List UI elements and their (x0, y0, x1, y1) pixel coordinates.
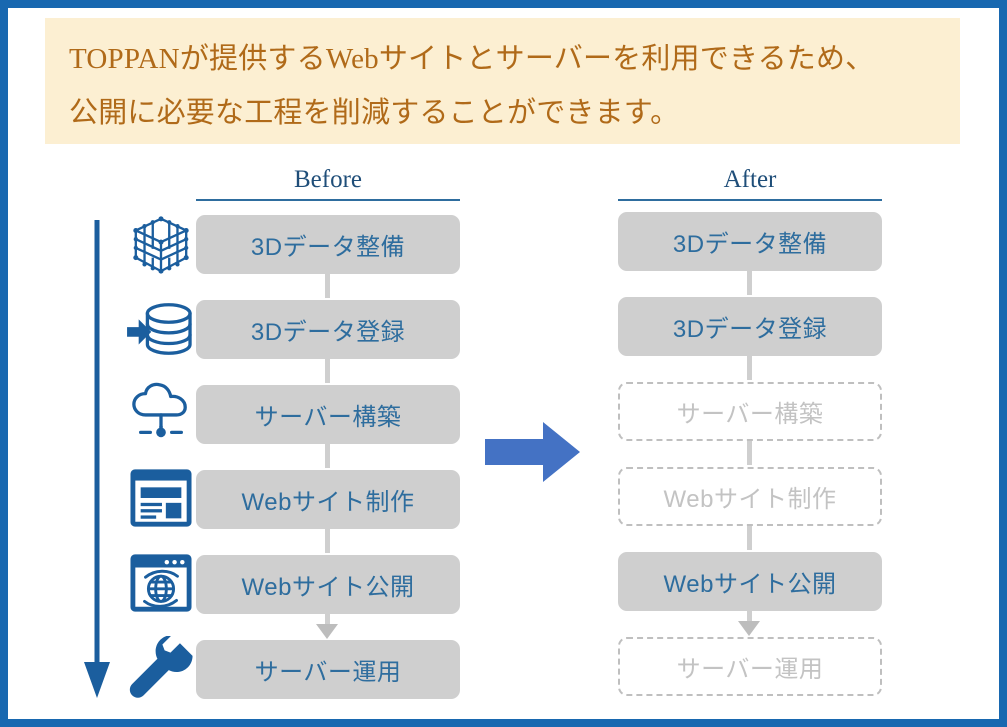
cube-lattice-icon (130, 214, 192, 276)
after-step-server-build-removed[interactable]: サーバー構築 (618, 382, 882, 441)
connector-after-5-arrowhead (738, 621, 760, 636)
cloud-network-icon (128, 382, 194, 444)
after-step-3d-data-prep-label: 3Dデータ整備 (672, 231, 828, 258)
after-step-website-publish[interactable]: Webサイト公開 (618, 552, 882, 611)
after-step-server-operation-removed[interactable]: サーバー運用 (618, 637, 882, 696)
before-step-3d-data-register[interactable]: 3Dデータ登録 (196, 300, 460, 359)
connector-after-1 (747, 271, 752, 295)
column-header-after-label: After (723, 166, 777, 193)
column-header-after-rule (618, 199, 882, 201)
column-header-before-label: Before (293, 166, 363, 193)
process-direction-arrow (82, 218, 112, 705)
after-step-3d-data-prep[interactable]: 3Dデータ整備 (618, 212, 882, 271)
connector-before-1 (325, 274, 330, 298)
before-step-3d-data-register-label: 3Dデータ登録 (250, 319, 406, 346)
web-publish-icon (130, 552, 192, 614)
connector-before-2 (325, 359, 330, 383)
column-header-before: Before (196, 165, 460, 201)
connector-before-5 (325, 614, 330, 626)
connector-after-4 (747, 526, 752, 550)
connector-before-5-arrowhead (316, 624, 338, 639)
connector-after-3 (747, 441, 752, 465)
before-step-website-publish-label: Webサイト公開 (241, 574, 415, 601)
after-step-server-build-label: サーバー構築 (676, 401, 824, 428)
after-step-3d-data-register[interactable]: 3Dデータ登録 (618, 297, 882, 356)
after-step-server-operation-label: サーバー運用 (676, 656, 824, 683)
before-step-website-production-label: Webサイト制作 (241, 489, 415, 516)
connector-after-2 (747, 356, 752, 380)
headline-line-2: 公開に必要な工程を削減することができます。 (69, 97, 680, 129)
wrench-icon (126, 636, 194, 698)
after-step-website-production-label: Webサイト制作 (663, 486, 837, 513)
before-step-server-build[interactable]: サーバー構築 (196, 385, 460, 444)
column-header-before-rule (196, 199, 460, 201)
transform-arrow (485, 421, 581, 488)
connector-before-3 (325, 444, 330, 468)
headline-banner: TOPPANが提供するWebサイトとサーバーを利用できるため、 公開に必要な工程… (45, 18, 960, 144)
database-import-icon (125, 298, 195, 360)
connector-before-4 (325, 529, 330, 553)
web-page-icon (130, 467, 192, 529)
before-step-3d-data-prep-label: 3Dデータ整備 (250, 234, 406, 261)
before-step-website-publish[interactable]: Webサイト公開 (196, 555, 460, 614)
before-step-server-operation-label: サーバー運用 (254, 659, 402, 686)
column-header-after: After (618, 165, 882, 201)
headline-line-1: TOPPANが提供するWebサイトとサーバーを利用できるため、 (69, 43, 875, 75)
before-step-server-operation[interactable]: サーバー運用 (196, 640, 460, 699)
before-step-3d-data-prep[interactable]: 3Dデータ整備 (196, 215, 460, 274)
before-step-website-production[interactable]: Webサイト制作 (196, 470, 460, 529)
after-step-3d-data-register-label: 3Dデータ登録 (672, 316, 828, 343)
connector-after-5 (747, 611, 752, 623)
after-step-website-publish-label: Webサイト公開 (663, 571, 837, 598)
after-step-website-production-removed[interactable]: Webサイト制作 (618, 467, 882, 526)
before-step-server-build-label: サーバー構築 (254, 404, 402, 431)
